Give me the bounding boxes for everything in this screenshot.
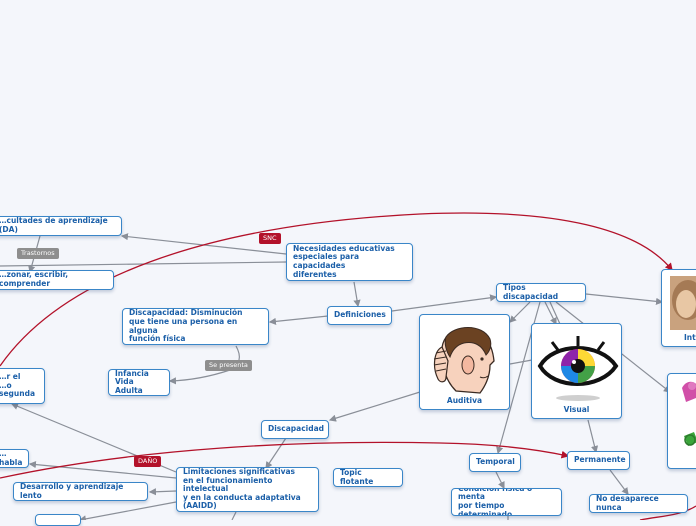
- link-permanente-nodesaparece: [609, 469, 629, 495]
- node-topic-flotante[interactable]: Topic flotante: [333, 468, 403, 487]
- node-dificultades-aprendizaje[interactable]: …cultades de aprendizaje (DA): [0, 216, 122, 236]
- node-visual[interactable]: Visual: [531, 323, 622, 419]
- label-visual: Visual: [563, 405, 590, 414]
- link-discapacidad-limitaciones: [265, 437, 287, 469]
- node-condicion-fisica[interactable]: Condición física o menta por tiempo dete…: [451, 488, 562, 516]
- link-tipos-visual-a: [544, 301, 557, 326]
- node-auditiva[interactable]: Auditiva: [419, 314, 510, 410]
- tag-se-presenta[interactable]: Se presenta: [205, 360, 252, 371]
- node-discapacidad-definicion[interactable]: Discapacidad: Disminución que tiene una …: [122, 308, 269, 345]
- node-necesidades-educativas[interactable]: Necesidades educativas especiales para c…: [286, 243, 413, 281]
- link-limitaciones-desarrollo: [148, 488, 177, 496]
- eye-icon: [537, 336, 619, 401]
- relation-dano: [0, 441, 570, 479]
- link-auditiva-discapacidad: [328, 391, 421, 422]
- relation-snc: [0, 212, 673, 367]
- node-no-desaparece[interactable]: No desaparece nunca: [589, 494, 688, 513]
- tag-dano[interactable]: DAÑO: [134, 456, 162, 467]
- link-tipos-intelectual: [585, 293, 664, 305]
- node-razonar-escribir[interactable]: …zonar, escribir, comprender: [0, 270, 114, 290]
- label-intelectual: Int…: [684, 333, 696, 342]
- node-tipos-discapacidad[interactable]: Tipos discapacidad: [496, 283, 586, 302]
- node-cut-bottom-left[interactable]: [35, 514, 81, 526]
- intellectual-icon: [670, 276, 696, 330]
- relation-bottom-right: [639, 505, 696, 520]
- link-auditiva-visual: [509, 359, 533, 365]
- link-visual-permanente: [587, 419, 599, 454]
- node-desarrollo-aprendizaje[interactable]: Desarrollo y aprendizaje lento: [13, 482, 148, 501]
- link-limitaciones-habla: [28, 460, 177, 479]
- tag-snc[interactable]: SNC: [259, 233, 281, 244]
- ear-icon: [433, 327, 495, 394]
- link-limitaciones-down: [231, 511, 237, 520]
- node-intelectual[interactable]: Int…: [661, 269, 696, 347]
- node-primera-segunda[interactable]: …r el …o segunda: [0, 368, 45, 404]
- link-temporal-condicion: [495, 471, 505, 490]
- node-habla[interactable]: …habla: [0, 449, 29, 468]
- node-definiciones[interactable]: Definiciones: [327, 306, 392, 325]
- node-infancia-vida-adulta[interactable]: Infancia Vida Adulta: [108, 369, 170, 396]
- node-discapacidad[interactable]: Discapacidad: [261, 420, 329, 439]
- link-tipos-auditiva: [509, 301, 531, 323]
- link-tipos-visual-b: [549, 301, 561, 325]
- node-limitaciones[interactable]: Limitaciones significativas en el funcio…: [176, 467, 319, 512]
- link-limitaciones-bottom: [78, 501, 177, 520]
- link-definiciones-tipos: [391, 294, 498, 312]
- physical-icon: [682, 381, 696, 446]
- node-fisica[interactable]: [667, 373, 696, 469]
- link-necesidades-definiciones: [353, 281, 361, 308]
- link-definiciones-disc: [268, 315, 329, 325]
- node-temporal[interactable]: Temporal: [469, 453, 521, 472]
- node-permanente[interactable]: Permanente: [567, 451, 630, 470]
- tag-trastornos[interactable]: Trastornos: [17, 248, 59, 259]
- label-auditiva: Auditiva: [446, 396, 483, 405]
